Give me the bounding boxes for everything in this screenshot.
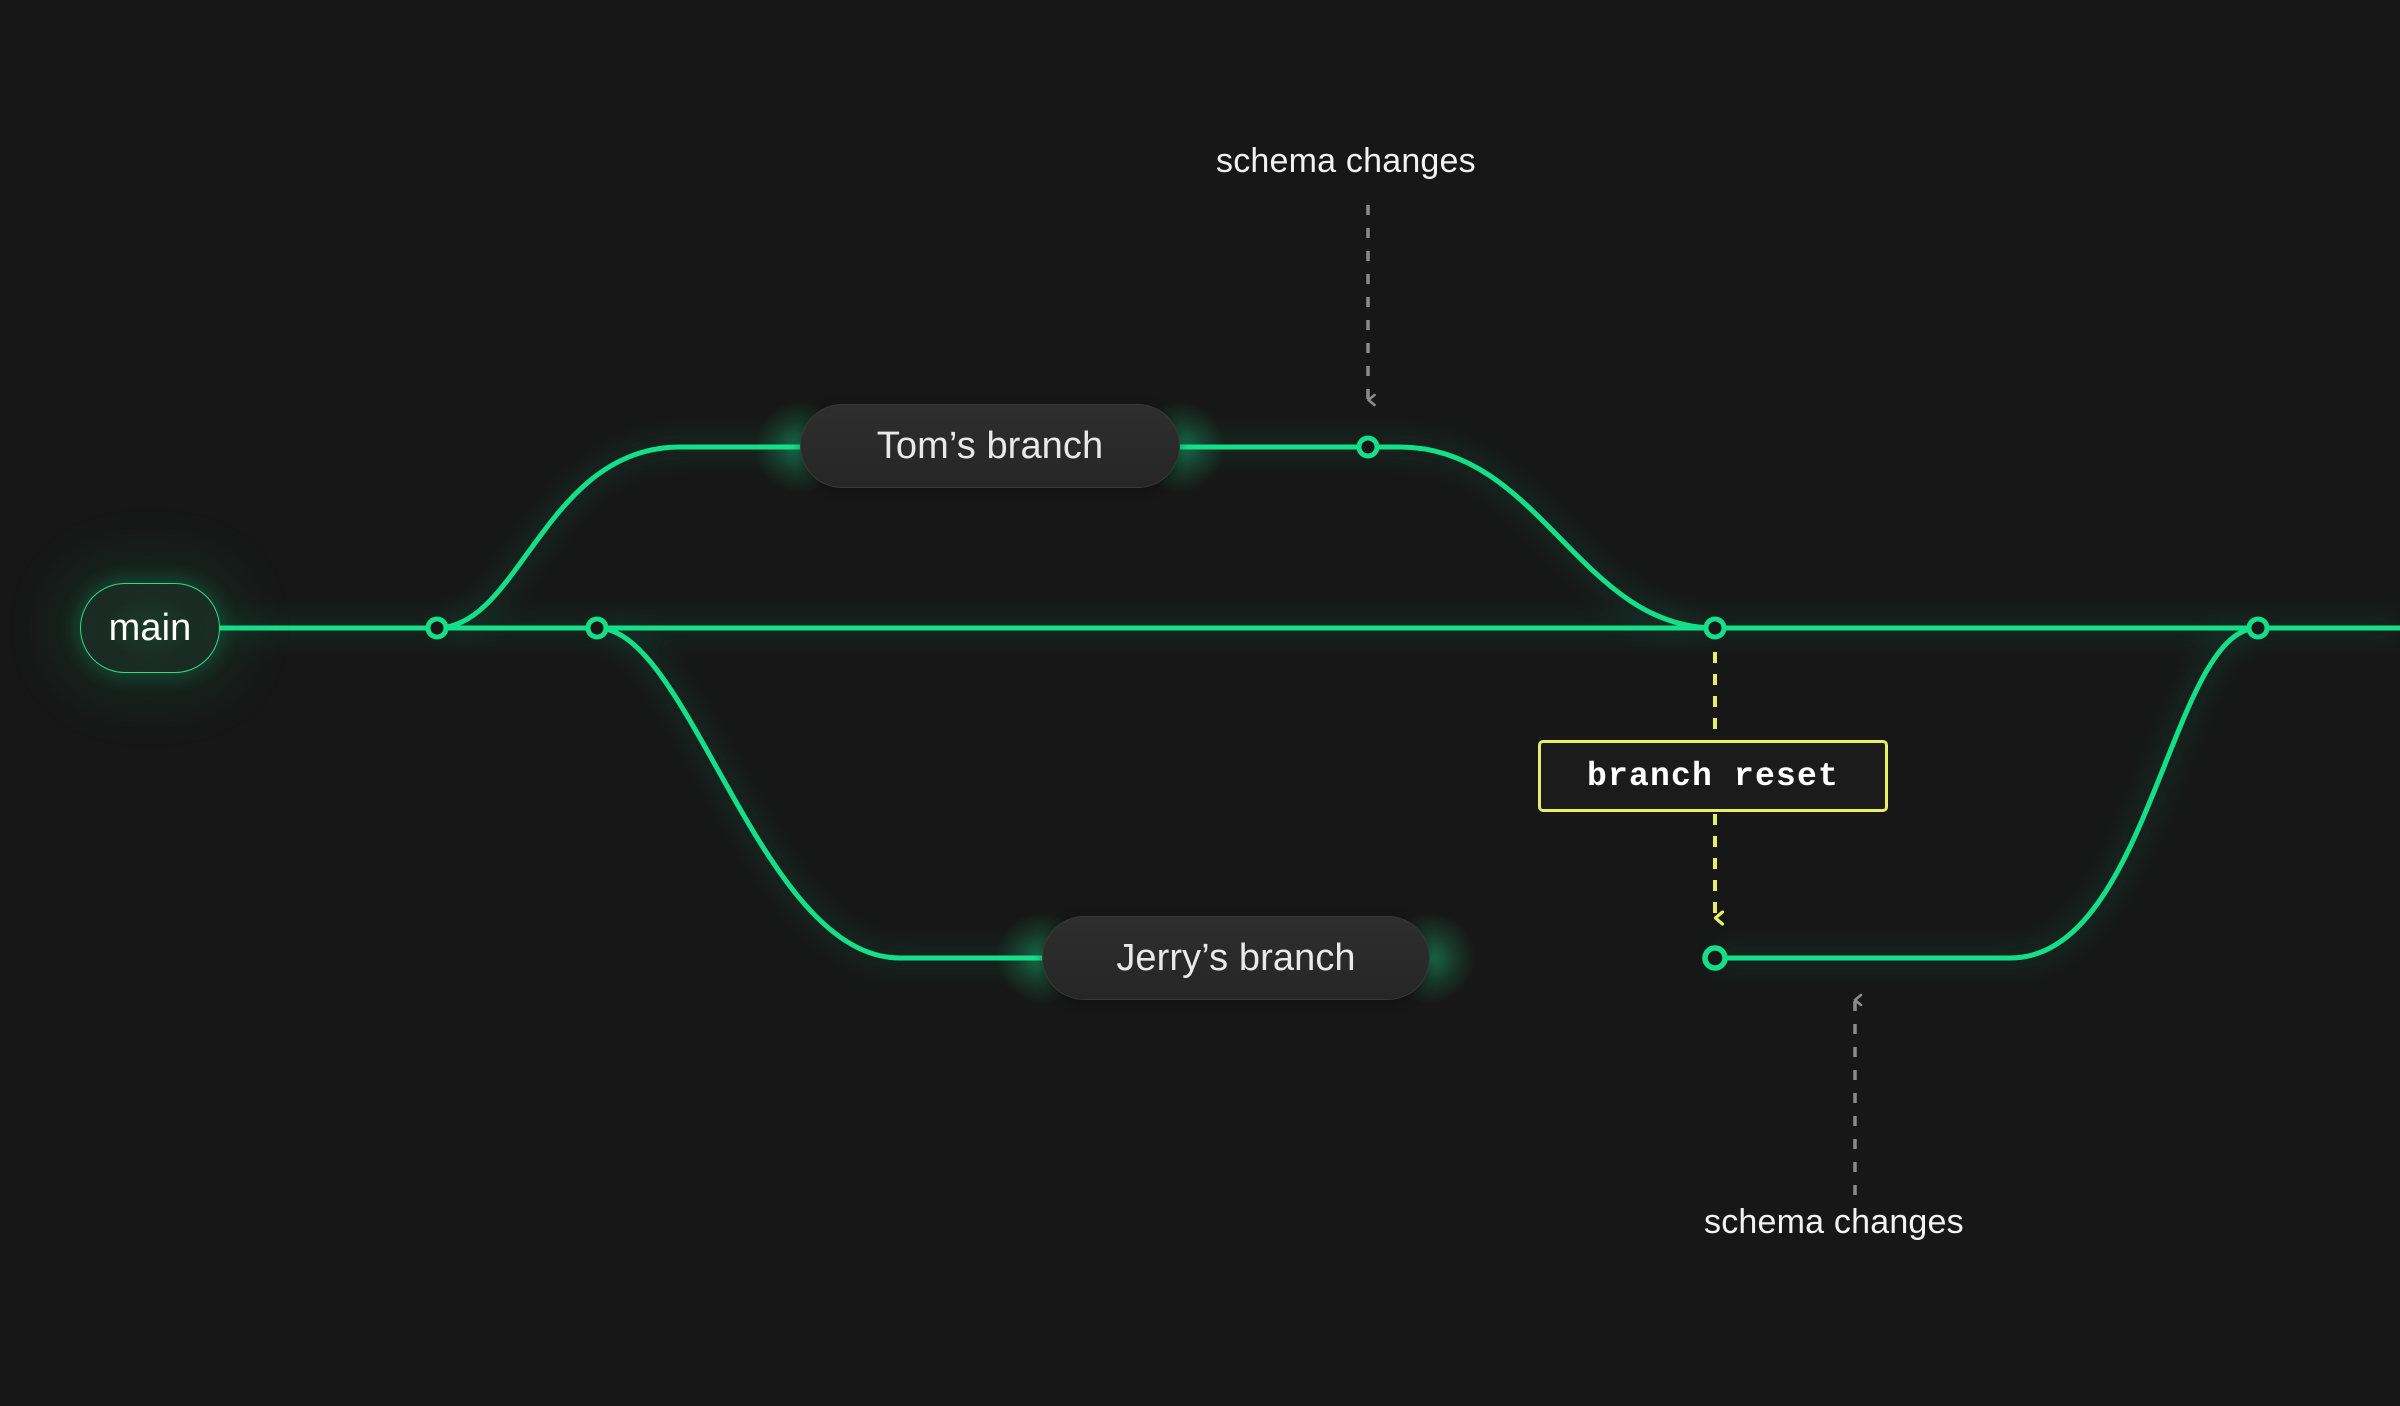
tom-branch-merge-curve <box>1177 444 1718 631</box>
branch-pill-jerry-label: Jerry’s branch <box>1116 937 1356 979</box>
annotation-schema-changes-bottom: schema changes <box>1704 1203 1964 1241</box>
branch-pill-main-label: main <box>108 607 192 649</box>
jerry-branch-fork-curve <box>594 625 1045 961</box>
commit-node-jerry-merge[interactable] <box>2246 616 2270 640</box>
commit-node-jerry-reset[interactable] <box>1702 945 1728 971</box>
branch-reset-callout[interactable]: branch reset <box>1538 740 1888 812</box>
tom-branch-fork-curve <box>434 444 803 631</box>
branch-reset-label: branch reset <box>1586 757 1840 795</box>
commit-nodes <box>425 435 2270 971</box>
branch-pill-jerry[interactable]: Jerry’s branch <box>1042 916 1430 1000</box>
commit-node-tom-merge[interactable] <box>1703 616 1727 640</box>
commit-node-tom-schema[interactable] <box>1356 435 1380 459</box>
branch-pill-tom[interactable]: Tom’s branch <box>800 404 1180 488</box>
commit-node-tom-fork[interactable] <box>425 616 449 640</box>
jerry-branch-merge-curve <box>1712 625 2261 961</box>
branch-pill-main[interactable]: main <box>80 583 220 673</box>
commit-node-jerry-fork[interactable] <box>585 616 609 640</box>
branch-pill-tom-label: Tom’s branch <box>876 425 1104 467</box>
annotation-schema-changes-top: schema changes <box>1216 142 1476 180</box>
